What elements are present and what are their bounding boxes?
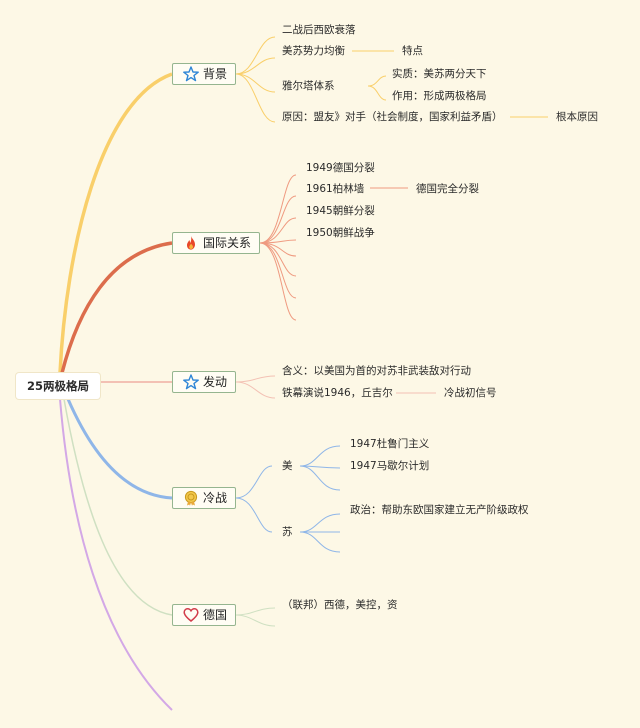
star-icon xyxy=(183,374,199,390)
topic-relations-label: 国际关系 xyxy=(203,236,252,250)
root-node[interactable]: 25两极格局 xyxy=(16,373,100,399)
subtopic-germany-a[interactable]: （联邦）西德，美控，资 xyxy=(282,599,398,611)
star-icon xyxy=(183,66,199,82)
subtopic-background-c1[interactable]: 实质：美苏两分天下 xyxy=(392,68,487,80)
note-background-d[interactable]: 根本原因 xyxy=(556,111,598,123)
branch-line-relations xyxy=(60,241,173,374)
subtopic-background-b[interactable]: 美苏势力均衡 xyxy=(282,45,345,57)
topic-germany[interactable]: 德国 xyxy=(172,604,236,626)
subtopic-coldwar-su[interactable]: 苏 xyxy=(282,526,293,538)
topic-launch-label: 发动 xyxy=(203,375,228,389)
subtopic-launch-b[interactable]: 铁幕演说1946，丘吉尔 xyxy=(282,387,393,399)
heart-icon xyxy=(183,607,199,623)
subtopic-coldwar-su-a[interactable]: 政治：帮助东欧国家建立无产阶级政权 xyxy=(350,504,529,516)
branch-line-coldwar xyxy=(66,398,173,500)
note-background-b[interactable]: 特点 xyxy=(402,45,423,57)
topic-germany-label: 德国 xyxy=(203,608,228,622)
topic-launch[interactable]: 发动 xyxy=(172,371,236,393)
subtopic-background-d[interactable]: 原因：盟友》对手（社会制度，国家利益矛盾） xyxy=(282,111,503,123)
topic-coldwar[interactable]: 冷战 xyxy=(172,487,236,509)
subtopic-background-c[interactable]: 雅尔塔体系 xyxy=(282,80,335,92)
subtopic-relations-d[interactable]: 1950朝鲜战争 xyxy=(306,227,375,239)
branch-line-germany xyxy=(63,398,173,616)
topic-relations[interactable]: 国际关系 xyxy=(172,232,260,254)
fire-icon xyxy=(183,235,199,251)
topic-background[interactable]: 背景 xyxy=(172,63,236,85)
subtopic-background-a[interactable]: 二战后西欧衰落 xyxy=(282,24,356,36)
note-relations-b[interactable]: 德国完全分裂 xyxy=(416,183,479,195)
subtopic-background-c2[interactable]: 作用：形成两极格局 xyxy=(392,90,487,102)
medal-icon xyxy=(183,490,199,506)
subtopic-relations-a[interactable]: 1949德国分裂 xyxy=(306,162,375,174)
topic-background-label: 背景 xyxy=(203,67,228,81)
subtopic-coldwar-us[interactable]: 美 xyxy=(282,460,293,472)
note-launch-b[interactable]: 冷战初信号 xyxy=(444,387,497,399)
subtopic-coldwar-us-b[interactable]: 1947马歇尔计划 xyxy=(350,460,430,472)
subtopic-relations-c[interactable]: 1945朝鲜分裂 xyxy=(306,205,375,217)
subtopic-launch-a[interactable]: 含义：以美国为首的对苏非武装敌对行动 xyxy=(282,365,471,377)
branch-line-purple xyxy=(59,398,173,711)
subtopic-coldwar-us-a[interactable]: 1947杜鲁门主义 xyxy=(350,438,430,450)
topic-coldwar-label: 冷战 xyxy=(203,491,228,505)
subtopic-relations-b[interactable]: 1961柏林墙 xyxy=(306,183,365,195)
branch-line-background xyxy=(58,72,173,374)
